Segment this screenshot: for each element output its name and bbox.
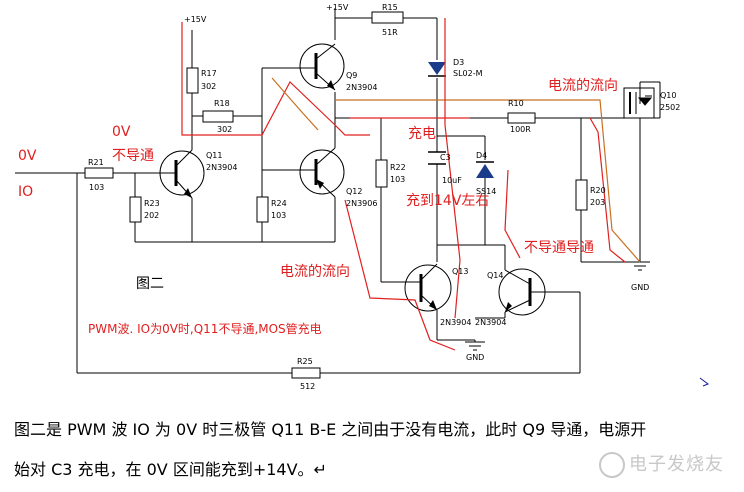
annotations: IO 图二 0V 0V 不导通 电流的流向 充电 充到14V左右 不导通导通 电… <box>18 78 618 336</box>
r21-body <box>84 167 114 179</box>
q11-type: 2N3904 <box>206 163 237 172</box>
r23-value: 202 <box>144 211 159 220</box>
d3-label: D3 <box>453 58 464 67</box>
q13-type: 2N3904 <box>440 318 471 327</box>
d4-label: D4 <box>476 151 487 160</box>
transistors <box>159 43 655 316</box>
r15-value: 51R <box>382 28 398 37</box>
r15-label: R15 <box>382 3 398 12</box>
charging-annotation: 充电 <box>408 126 436 142</box>
d3-type: SL02-M <box>453 69 483 78</box>
q11-label: Q11 <box>206 151 222 160</box>
q12-symbol <box>296 147 345 198</box>
q14-label: Q14 <box>487 271 503 280</box>
v15-label-a: +15V <box>184 15 207 24</box>
d4-type: SS14 <box>476 187 496 196</box>
r18-body <box>202 110 234 123</box>
current-flow-top-annotation: 电流的流向 <box>548 78 618 94</box>
capacitor-c3 <box>428 151 446 165</box>
v15-label-b: +15V <box>326 3 349 12</box>
r10-body <box>507 112 536 124</box>
current-flow-mid-annotation: 电流的流向 <box>280 264 350 280</box>
q14-symbol <box>498 268 548 316</box>
gnd-label-2: GND <box>631 283 649 292</box>
current-paths <box>181 18 641 351</box>
r18-value: 302 <box>217 125 232 134</box>
r21-value: 103 <box>89 183 104 192</box>
q10-mosfet-symbol <box>623 87 655 119</box>
r10-value: 100R <box>510 125 531 134</box>
q9-type: 2N3904 <box>346 83 377 92</box>
c3-label: C3 <box>440 153 451 162</box>
q13-symbol <box>404 263 452 312</box>
r22-value: 103 <box>390 175 405 184</box>
caption-line-1: 图二是 PWM 波 IO 为 0V 时三极管 Q11 B-E 之间由于没有电流，… <box>14 420 647 439</box>
r22-body <box>375 159 388 188</box>
q12-label: Q12 <box>346 187 362 196</box>
watermark-text: 电子发烧友 <box>629 454 724 475</box>
circuit-schematic: +15V +15V R15 51R R17 302 R18 302 Q9 2N3… <box>15 3 710 391</box>
q9-symbol <box>296 43 345 91</box>
q11-symbol <box>159 140 205 210</box>
r24-value: 103 <box>271 211 286 220</box>
diode-d4 <box>476 161 494 178</box>
not-conduct-conduct-annotation: 不导通导通 <box>524 240 594 256</box>
ov-io-annotation: 0V <box>18 148 37 164</box>
q10-label: Q10 <box>660 91 676 100</box>
r10-label: R10 <box>508 99 524 108</box>
q12-type: 2N3906 <box>346 199 377 208</box>
r25-value: 512 <box>300 382 315 391</box>
q9-label: Q9 <box>346 71 357 80</box>
r15-body <box>371 11 404 24</box>
watermark: 电子发烧友 <box>599 450 724 478</box>
wires <box>15 8 661 374</box>
r20-value: 203 <box>590 198 605 207</box>
resistors <box>84 11 588 379</box>
charge-to-annotation: 充到14V左右 <box>406 193 489 209</box>
r17-value: 302 <box>201 82 216 91</box>
q13-label: Q13 <box>452 267 468 276</box>
not-conduct-annotation: 不导通 <box>112 148 154 164</box>
q10-type: 2502 <box>660 103 680 112</box>
r24-label: R24 <box>271 199 287 208</box>
transistor-arrows <box>184 80 512 312</box>
ov-q11-annotation: 0V <box>112 124 131 140</box>
r23-body <box>129 196 142 223</box>
c3-value: 10uF <box>442 176 462 185</box>
component-labels: +15V +15V R15 51R R17 302 R18 302 Q9 2N3… <box>88 3 680 391</box>
gnd-label-1: GND <box>466 353 484 362</box>
cursor-arrow-icon <box>699 377 710 387</box>
r25-label: R25 <box>297 357 313 366</box>
io-label: IO <box>18 184 33 200</box>
figure-label: 图二 <box>136 276 164 292</box>
r18-label: R18 <box>214 99 230 108</box>
r23-label: R23 <box>144 199 160 208</box>
r22-label: R22 <box>390 163 406 172</box>
caption-line-2: 始对 C3 充电，在 0V 区间能充到+14V。↵ <box>14 460 327 479</box>
watermark-logo-icon <box>599 452 625 478</box>
r17-label: R17 <box>201 69 217 78</box>
r20-body <box>575 179 588 211</box>
r20-label: R20 <box>590 186 606 195</box>
r21-label: R21 <box>88 158 104 167</box>
r25-body <box>291 367 321 379</box>
q14-type: 2N3904 <box>475 318 506 327</box>
r24-body <box>256 196 269 223</box>
r17-body <box>186 67 199 94</box>
pwm-note-annotation: PWM波. IO为0V时,Q11不导通,MOS管充电 <box>88 321 322 336</box>
diode-d3 <box>428 62 446 77</box>
